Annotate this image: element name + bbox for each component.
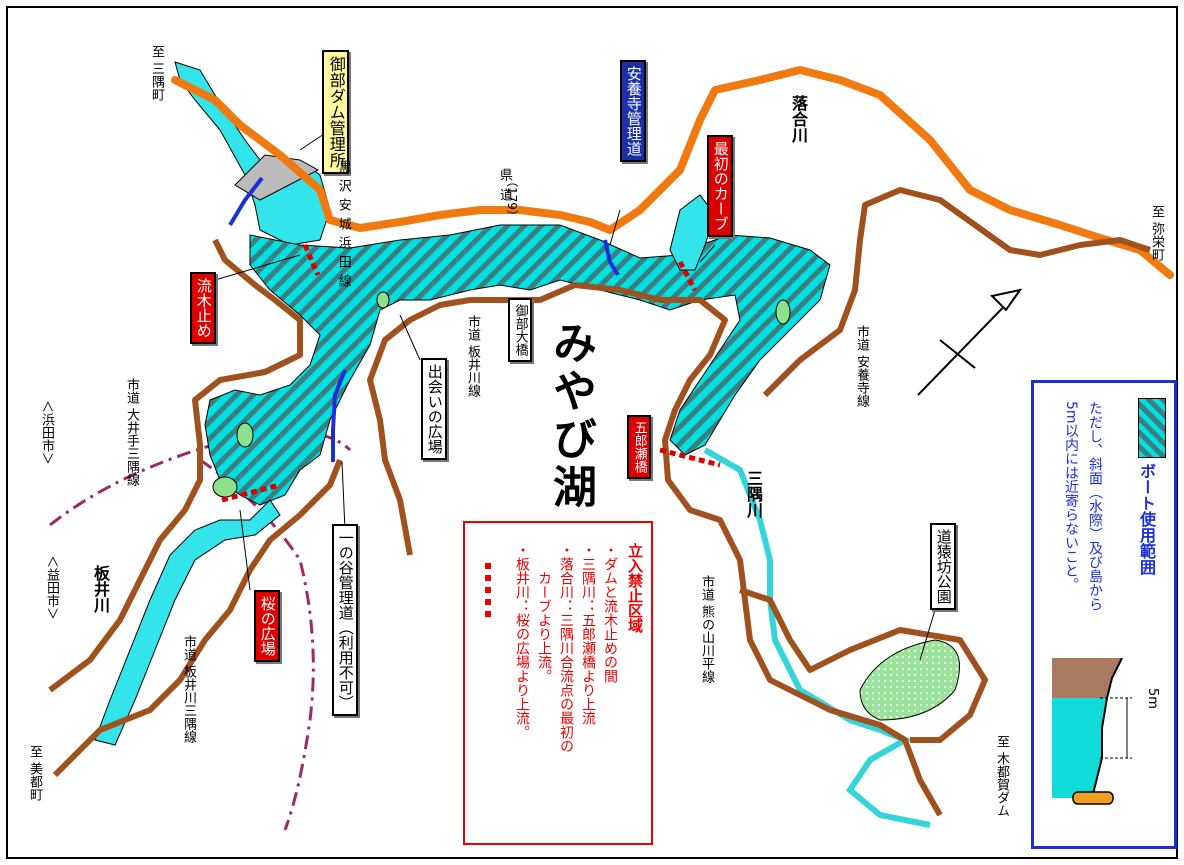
island-4 <box>376 291 390 309</box>
label-to-mino-town: 至 美都町 <box>27 745 42 802</box>
label-kendo-name: 黒沢安城浜田線 <box>335 160 351 293</box>
label-anyoji-road: 安養寺管理道 <box>620 60 646 162</box>
boundary-line-masuda <box>199 458 315 831</box>
leader-first-curve <box>699 244 716 263</box>
leader-park <box>919 609 936 661</box>
label-to-misumi-town: 至 三隅町 <box>149 45 164 102</box>
legend-dim-label: 5m <box>1145 688 1160 709</box>
restricted-line-5: ・板井川：桜の広場より上流。 <box>514 543 530 739</box>
island-1 <box>775 299 791 325</box>
label-to-yasaka-town: 至 弥栄町 <box>1149 205 1164 262</box>
label-dam-office: 御部ダム管理所 <box>322 50 349 174</box>
road-kuma <box>739 587 988 743</box>
restricted-swatch <box>485 563 491 623</box>
prefectural-road <box>171 66 1174 279</box>
label-ochiai-river: 落合川 <box>789 95 808 143</box>
road-itai-misumi <box>52 458 343 778</box>
island-2 <box>236 422 254 448</box>
restricted-area-box: 立入禁止区域 ・ダムと流木止めの間 ・三隅川：五郎瀬橋より上流 ・落合川：三隅川… <box>463 521 653 845</box>
water-misumi-river <box>703 447 931 828</box>
label-road-itai-misumi: 市道 板井川三隅線 <box>181 635 196 744</box>
leader-sakura <box>239 509 251 591</box>
island-3 <box>212 476 238 498</box>
label-dosaibou: 道猿坊公園 <box>930 523 956 610</box>
road-anyoji <box>574 282 943 817</box>
label-misumi-river: 三隅川 <box>744 470 763 518</box>
label-road-kuma: 市道 熊の山川平線 <box>699 575 714 684</box>
label-road-itaigawa: 市道 板井川線 <box>465 315 480 398</box>
water-ochiai-cove <box>669 194 716 271</box>
map-frame <box>6 6 1178 859</box>
legend-box: ボート使用範囲 ただし、斜面（水際）及び島から 5m以内には近寄らないこと。 5… <box>1031 380 1177 849</box>
label-first-curve: 最初のカーブ <box>707 135 733 237</box>
label-kendo-line2: 道 <box>497 188 512 201</box>
legend-hatch-swatch <box>1138 398 1166 458</box>
road-anyoji-north <box>762 187 1151 398</box>
label-kendo-num: （179） <box>505 175 519 222</box>
label-ichinotani: 一の谷管理道（利用不可） <box>332 524 358 716</box>
label-kendo-top: 県 <box>497 168 512 181</box>
restricted-line-4: カーブより上流。 <box>536 543 552 683</box>
leader-deai <box>399 314 421 361</box>
label-itai-river: 板井川 <box>91 565 110 613</box>
limit-goro <box>659 447 721 468</box>
north-arrow <box>917 288 1023 396</box>
label-masuda-city: ＜益田市＞ <box>44 555 59 621</box>
restricted-line-2: ・三隅川：五郎瀬橋より上流 <box>580 543 596 725</box>
road-manage-dam <box>228 176 264 227</box>
legend-title: ボート使用範囲 <box>1137 463 1156 575</box>
restricted-line-3: ・落合川：三隅川合流点の最初の <box>558 543 574 753</box>
label-goro-bridge: 五郎瀬橋 <box>627 415 651 479</box>
restricted-title: 立入禁止区域 <box>626 543 644 633</box>
leader-ryuboku <box>214 254 301 281</box>
label-onbe-bridge: 御部大橋 <box>508 298 532 362</box>
label-hamada-city: ＜浜田市＞ <box>39 400 54 466</box>
restricted-line-1: ・ダムと流木止めの間 <box>602 543 618 683</box>
label-deai: 出会いの広場 <box>421 358 447 460</box>
label-to-mitsuga-dam: 至 木都賀ダム <box>994 735 1009 818</box>
road-manage-ichinotani <box>331 369 347 462</box>
limit-first-curve <box>677 260 698 292</box>
limit-ryuboku <box>302 244 321 276</box>
label-road-anyoji: 市道 安養寺線 <box>854 325 869 408</box>
road-manage-anyoji <box>603 239 620 277</box>
label-ryuboku: 流木止め <box>190 272 216 344</box>
leader-anyoji <box>609 209 621 246</box>
label-road-oite: 市道 大井手三隅線 <box>124 378 139 487</box>
water-lake-main <box>204 224 831 506</box>
leader-ichinotani <box>341 461 346 531</box>
road-oite <box>48 238 303 693</box>
legend-note-1: ただし、斜面（水際）及び島から <box>1087 401 1103 611</box>
legend-note-2: 5m以内には近寄らないこと。 <box>1063 401 1079 592</box>
label-sakura: 桜の広場 <box>254 590 280 662</box>
lake-title: みやび湖 <box>545 320 596 512</box>
park-area <box>859 639 960 721</box>
water-itai-river <box>94 499 281 746</box>
legend-slope-diagram <box>1052 658 1132 805</box>
